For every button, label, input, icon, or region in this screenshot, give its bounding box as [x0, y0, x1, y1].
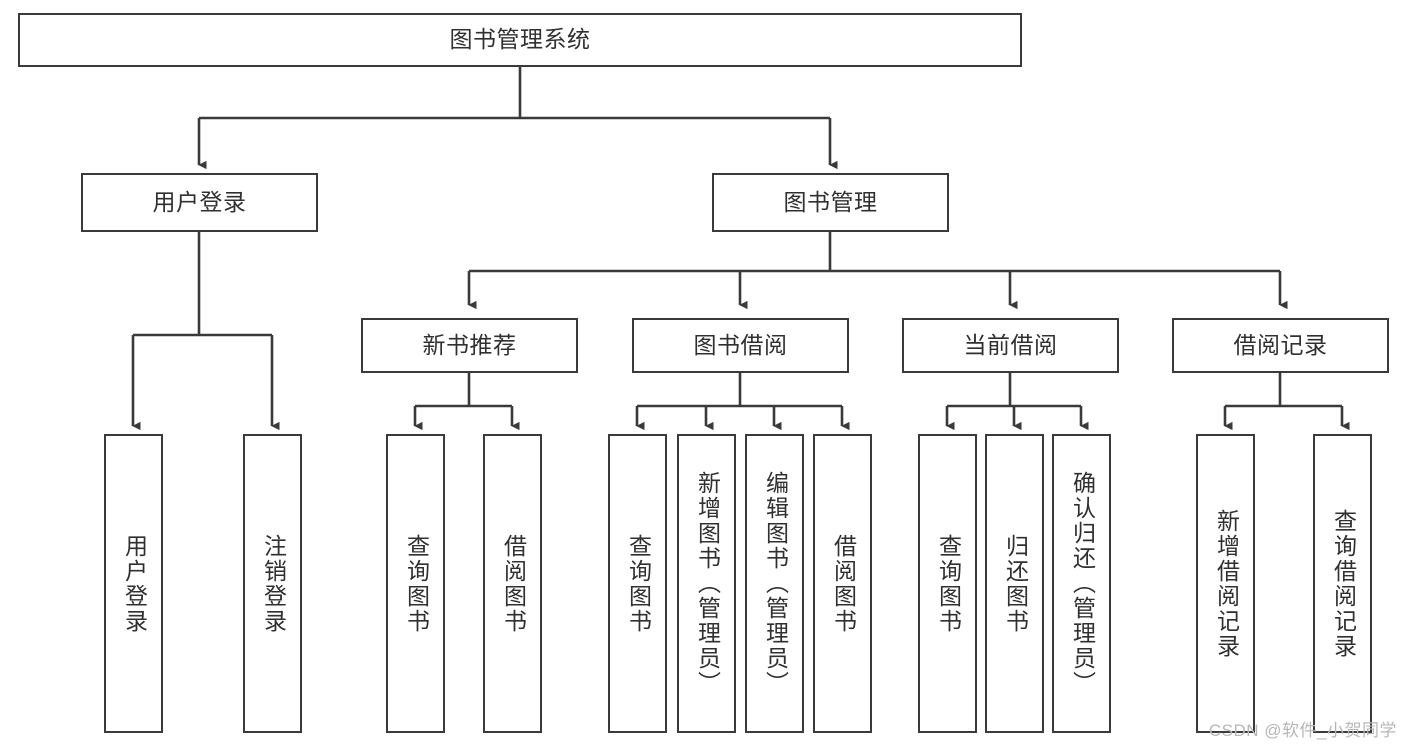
node-borrow-record-label: 借阅记录	[1233, 331, 1328, 358]
leaf-query-record-label: 查询借阅记录	[1330, 508, 1357, 659]
leaf-add-record-label: 新增借阅记录	[1213, 508, 1240, 659]
leaf-logout-login[interactable]: 注销登录	[243, 434, 302, 733]
leaf-add-record[interactable]: 新增借阅记录	[1196, 434, 1255, 733]
leaf-confirm-return-label: 确认归还（管理员）	[1069, 471, 1096, 696]
node-current-borrow-label: 当前借阅	[963, 331, 1058, 358]
leaf-query-book-3[interactable]: 查询图书	[918, 434, 977, 733]
leaf-add-book[interactable]: 新增图书（管理员）	[677, 434, 736, 733]
leaf-query-book-2[interactable]: 查询图书	[608, 434, 667, 733]
leaf-query-book-3-label: 查询图书	[935, 533, 962, 634]
node-borrow-record[interactable]: 借阅记录	[1172, 318, 1389, 373]
leaf-borrow-book-1[interactable]: 借阅图书	[483, 434, 542, 733]
leaf-return-book-label: 归还图书	[1002, 533, 1029, 634]
node-current-borrow[interactable]: 当前借阅	[902, 318, 1119, 373]
leaf-user-login[interactable]: 用户登录	[104, 434, 163, 733]
leaf-query-record[interactable]: 查询借阅记录	[1313, 434, 1372, 733]
node-book-manage[interactable]: 图书管理	[712, 173, 949, 232]
node-new-book-recommend-label: 新书推荐	[422, 331, 517, 358]
leaf-logout-login-label: 注销登录	[260, 533, 287, 634]
node-user-login-label: 用户登录	[152, 188, 247, 215]
node-new-book-recommend[interactable]: 新书推荐	[361, 318, 578, 373]
leaf-borrow-book-2-label: 借阅图书	[830, 533, 857, 634]
node-book-manage-label: 图书管理	[783, 188, 878, 215]
leaf-query-book-2-label: 查询图书	[625, 533, 652, 634]
leaf-return-book[interactable]: 归还图书	[985, 434, 1044, 733]
leaf-query-book-1[interactable]: 查询图书	[386, 434, 445, 733]
node-book-borrow[interactable]: 图书借阅	[632, 318, 849, 373]
leaf-confirm-return[interactable]: 确认归还（管理员）	[1052, 434, 1111, 733]
leaf-query-book-1-label: 查询图书	[403, 533, 430, 634]
node-book-borrow-label: 图书借阅	[693, 331, 788, 358]
leaf-edit-book-label: 编辑图书（管理员）	[762, 471, 789, 696]
csdn-watermark: CSDN @软件_小贺同学	[1208, 721, 1397, 740]
leaf-user-login-label: 用户登录	[121, 533, 148, 634]
leaf-edit-book[interactable]: 编辑图书（管理员）	[745, 434, 804, 733]
node-root-label: 图书管理系统	[449, 26, 591, 53]
node-root[interactable]: 图书管理系统	[18, 13, 1022, 67]
leaf-add-book-label: 新增图书（管理员）	[694, 471, 721, 696]
leaf-borrow-book-1-label: 借阅图书	[500, 533, 527, 634]
leaf-borrow-book-2[interactable]: 借阅图书	[813, 434, 872, 733]
node-user-login[interactable]: 用户登录	[81, 173, 318, 232]
